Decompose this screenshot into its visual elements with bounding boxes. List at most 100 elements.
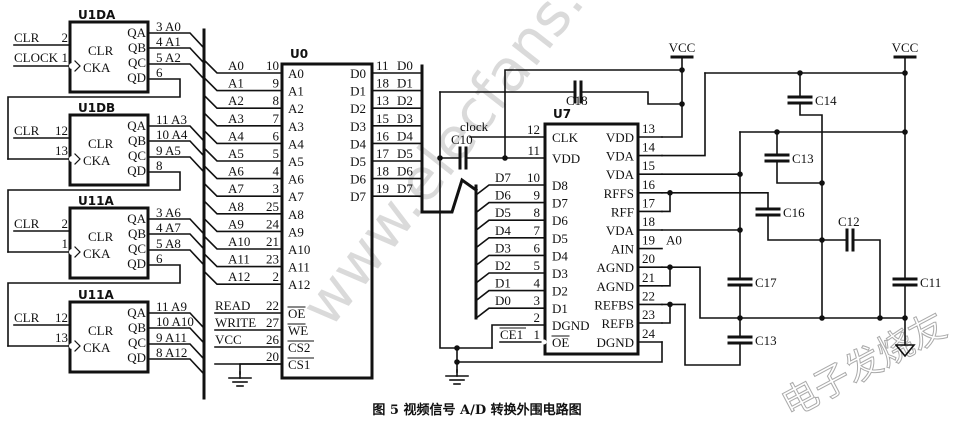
address-net-label: A0 — [228, 58, 244, 73]
u7-pin-number: 19 — [642, 233, 655, 248]
u0-pin-label: D3 — [350, 119, 366, 134]
u0-pin-label: D2 — [350, 101, 366, 116]
address-net-label: A8 — [228, 199, 244, 214]
oe-bubble — [541, 339, 547, 345]
u0-pin-label: A0 — [288, 66, 304, 81]
output-pin-label: 6 — [156, 251, 163, 266]
address-output-wire — [147, 63, 205, 80]
c14-label: C14 — [815, 93, 837, 108]
address-net-label: A1 — [228, 76, 244, 91]
c16-wire — [669, 192, 769, 210]
clr-pin-number: 12 — [55, 123, 68, 138]
counter-1-body — [68, 113, 150, 187]
u7-pin-label: VDD — [606, 130, 634, 145]
ain-net-label: A0 — [666, 233, 682, 248]
junction-dot — [737, 227, 743, 233]
u7-pin-number: 6 — [534, 240, 541, 255]
data-net-label: D6 — [397, 164, 413, 179]
inner-clr-label: CLR — [88, 323, 114, 338]
address-bus-entry — [202, 164, 283, 180]
u0-pin-number: 22 — [266, 298, 279, 313]
u7-data-net-label: D7 — [495, 170, 511, 185]
counter-title: U11A — [78, 194, 114, 208]
clock-inversion-bubble — [69, 249, 75, 255]
u7-pin-label: D6 — [552, 213, 568, 228]
u7-pin-label: AGND — [596, 260, 634, 275]
u0-pin-number: 2 — [273, 269, 280, 284]
address-output-wire — [147, 312, 205, 329]
q-label: QB — [128, 133, 146, 148]
u7-pin-number: 23 — [642, 307, 655, 322]
c14-wire — [799, 102, 823, 319]
output-pin-label: 5 A2 — [156, 50, 181, 65]
clock-net-label: CLOCK — [14, 50, 59, 65]
u7-pin-number: 2 — [534, 310, 541, 325]
u0-pin-label: OE — [288, 306, 305, 321]
clk-pin-number: 1 — [62, 50, 69, 65]
ce1-net-label: CE1 — [500, 327, 523, 342]
vdd-wire — [504, 69, 683, 159]
u0-pin-label: A12 — [288, 277, 310, 292]
output-pin-label: 11 A9 — [156, 299, 187, 314]
q-label: QA — [127, 211, 146, 226]
clr-net-label: CLR — [14, 310, 40, 325]
q-label: QC — [128, 335, 146, 350]
agnd-wire — [669, 266, 906, 319]
u7-pin-label: RFFS — [604, 186, 634, 201]
clk-pin-number: 13 — [55, 330, 68, 345]
address-net-label: A12 — [228, 269, 250, 284]
u0-pin-label: A1 — [288, 84, 304, 99]
u0-pin-number: 6 — [273, 128, 280, 143]
u0-pin-number: 23 — [266, 252, 279, 267]
address-net-label: A5 — [228, 146, 244, 161]
u0-pin-label: A9 — [288, 224, 304, 239]
address-bus-entry — [202, 146, 283, 162]
q-label: QB — [128, 40, 146, 55]
address-net-label: A7 — [228, 181, 244, 196]
junction-dot — [902, 70, 908, 76]
cascade-wire — [7, 171, 181, 253]
u7-data-entry — [474, 201, 546, 214]
c16-label: C16 — [783, 205, 805, 220]
clr-net-label: CLR — [14, 216, 40, 231]
u7-data-entry — [474, 272, 546, 285]
u7-pin-number: 3 — [534, 293, 541, 308]
u0-pin-label: WE — [288, 323, 308, 338]
control-net-label: WRITE — [215, 315, 256, 330]
junction-dot — [902, 315, 908, 321]
address-bus-entry — [202, 76, 283, 92]
control-net-label: READ — [215, 298, 250, 313]
data-net-label: D0 — [397, 58, 413, 73]
u7-data-net-label: D6 — [495, 188, 511, 203]
address-bus-entry — [202, 182, 283, 197]
address-net-label: A2 — [228, 93, 244, 108]
u7-pin-number: 18 — [642, 214, 655, 229]
ground-wire — [239, 363, 283, 375]
data-bus — [420, 64, 479, 214]
refb-wire — [661, 303, 671, 324]
junction-dot — [877, 315, 883, 321]
data-net-label: D4 — [397, 128, 413, 143]
inner-cka-label: CKA — [83, 153, 111, 168]
vcc-icon-label: VCC — [892, 40, 919, 55]
clock-edge-symbol — [74, 246, 81, 258]
u0-pin-label: A10 — [288, 242, 310, 257]
data-net-label: D2 — [397, 93, 413, 108]
u7-pin-label: RFF — [611, 204, 634, 219]
clr-pin-number: 2 — [62, 216, 69, 231]
u7-pin-number: 13 — [642, 121, 655, 136]
junction-dot — [819, 180, 825, 186]
control-net-label: VCC — [215, 332, 242, 347]
q-label: QD — [127, 163, 146, 178]
u7-pin-label: D3 — [552, 266, 568, 281]
address-bus-entry — [202, 94, 283, 109]
u0-pin-number: 24 — [266, 216, 280, 231]
output-pin-label: 4 A7 — [156, 220, 181, 235]
counter-2-body — [68, 206, 150, 280]
cascade-wire — [7, 264, 181, 347]
c12-label: C12 — [838, 214, 860, 229]
address-net-label: A4 — [228, 128, 244, 143]
address-output-wire — [147, 233, 205, 250]
ground-triangle-icon — [894, 343, 916, 358]
